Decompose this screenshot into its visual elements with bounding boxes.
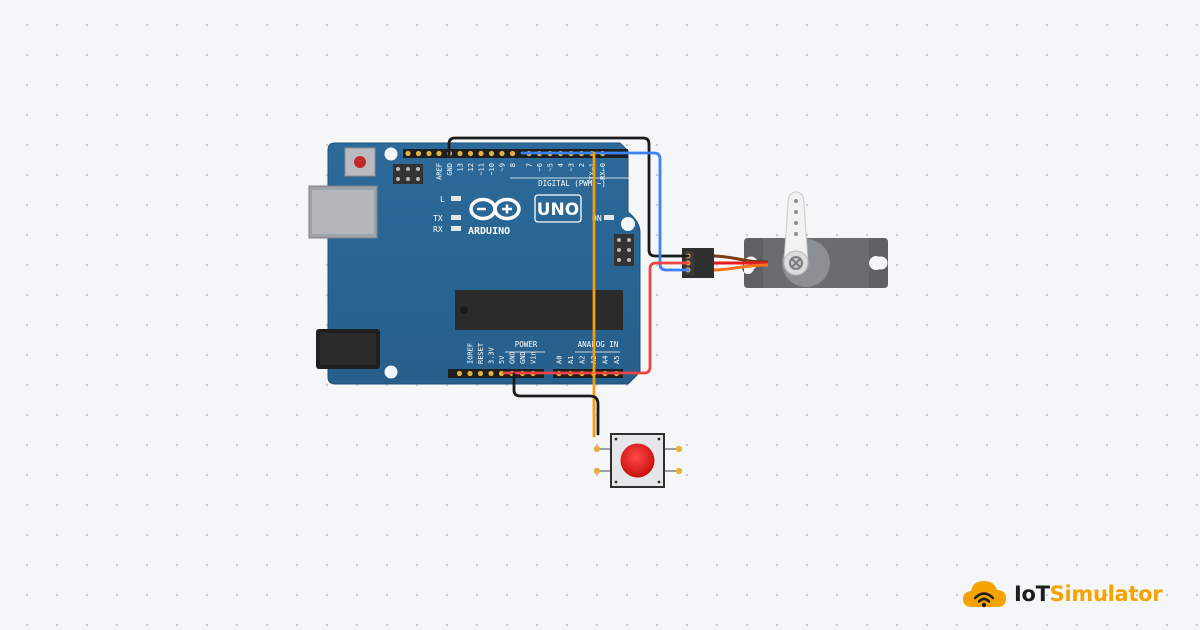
led-on-label: ON (592, 214, 602, 223)
pin-label: ~9 (499, 163, 507, 171)
power-header (448, 369, 544, 378)
pin-label: ~6 (536, 163, 544, 171)
led-rx-label: RX (433, 225, 443, 234)
header-pin[interactable] (498, 370, 505, 377)
reset-button[interactable] (344, 147, 376, 177)
pin-label: GND (446, 163, 454, 176)
pin-label: 4 (557, 163, 565, 167)
servo-lead-signal (711, 263, 769, 272)
led-tx-label: TX (433, 214, 443, 223)
led-on (604, 215, 614, 220)
header-pin[interactable] (457, 150, 463, 157)
header-pin[interactable] (509, 150, 516, 157)
pin-label: 2 (578, 163, 586, 167)
pin-label: A4 (602, 356, 610, 364)
header-pin[interactable] (488, 370, 494, 377)
pin-label: TX→1 (589, 163, 597, 180)
pin-label: IOREF (467, 343, 475, 364)
digital-header-label: DIGITAL (PWM ~) (538, 179, 606, 188)
led-l (451, 196, 461, 201)
cloud-wifi-icon (963, 581, 1006, 608)
arduino-logo-icon (469, 197, 521, 221)
pin-label: 7 (526, 163, 534, 167)
arduino-brand-text: ARDUINO (468, 226, 510, 237)
pin-label: A2 (579, 356, 587, 364)
pin-label: Vin (530, 351, 538, 364)
header-pin[interactable] (477, 370, 484, 377)
wires (447, 136, 690, 438)
pin-label: RX←0 (599, 163, 607, 180)
icsp-header-right (614, 234, 634, 266)
pin-label: RESET (477, 342, 485, 364)
pin-label: ~5 (547, 163, 555, 171)
atmega-chip (455, 290, 623, 330)
pin-label: ~3 (568, 163, 576, 171)
pin-label: 3.3V (488, 346, 496, 364)
servo-horn[interactable] (783, 191, 809, 276)
header-pin[interactable] (478, 150, 484, 157)
pin-label: A5 (613, 356, 621, 364)
header-pin[interactable] (467, 150, 474, 157)
analog-header-label: ANALOG IN (578, 340, 619, 349)
pin-label: A0 (556, 356, 564, 364)
led-tx (451, 215, 461, 220)
servo-screw-icon (789, 256, 803, 270)
header-pin[interactable] (405, 150, 411, 157)
uno-badge (534, 194, 582, 223)
pin-label: ~11 (478, 163, 486, 176)
wire-gnd-servo[interactable] (447, 136, 690, 258)
servo-motor[interactable] (682, 191, 888, 288)
mount-hole (621, 217, 635, 231)
pin-label: ~10 (488, 163, 496, 176)
pin-label: 8 (509, 163, 517, 167)
logo-text: IoTSimulator (1014, 582, 1163, 606)
mount-hole (384, 365, 398, 379)
header-pin[interactable] (488, 150, 495, 157)
header-pin[interactable] (499, 150, 505, 157)
header-pin[interactable] (426, 150, 432, 157)
pin-label: AREF (436, 163, 444, 180)
header-pin[interactable] (456, 370, 463, 377)
iot-simulator-logo[interactable]: IoTSimulator (960, 574, 1163, 614)
arduino-uno-board[interactable]: L TX RX ON ARDUINO UNO DIGITAL (PWM ~) P… (308, 142, 641, 385)
power-header-label: POWER (515, 340, 538, 349)
pushbutton-cap[interactable] (620, 443, 655, 478)
digital-header (403, 149, 628, 158)
header-pin[interactable] (436, 150, 442, 157)
wire-5v-servo-power[interactable] (502, 261, 690, 375)
icsp-header-top (393, 164, 423, 184)
logo-text-iot: IoT (1014, 582, 1050, 606)
pin-label: GND (509, 351, 517, 364)
header-pin[interactable] (415, 150, 422, 157)
uno-badge-text: UNO (537, 200, 579, 220)
pin-label: 12 (467, 163, 475, 171)
wire-pin9-servo-signal[interactable] (520, 151, 690, 272)
logo-text-simulator: Simulator (1049, 582, 1163, 606)
header-pin[interactable] (467, 370, 473, 377)
pin-label: 5V (498, 355, 506, 364)
pin-label: 13 (457, 163, 465, 171)
mount-hole (384, 147, 398, 161)
pushbutton[interactable] (593, 433, 683, 488)
pin-label: A1 (567, 356, 575, 364)
pin-label: GND (519, 351, 527, 364)
led-l-label: L (440, 195, 445, 204)
led-rx (451, 226, 461, 231)
wire-gnd-button[interactable] (512, 372, 600, 436)
reset-button-cap (354, 156, 366, 168)
